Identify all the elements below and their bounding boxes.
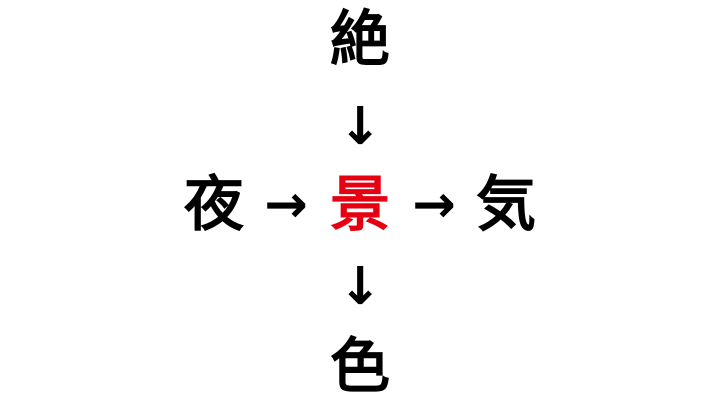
kanji-left: 夜 (184, 170, 244, 240)
kanji-center-answer: 景 (330, 170, 390, 240)
arrow-right-icon: → (412, 175, 456, 235)
arrow-down-icon: ↓ (338, 257, 382, 317)
arrow-down-icon: ↓ (338, 97, 382, 157)
arrow-right-icon: → (264, 175, 308, 235)
kanji-bottom: 色 (330, 332, 390, 402)
kanji-right: 気 (476, 170, 536, 240)
kanji-top: 絶 (330, 5, 390, 75)
